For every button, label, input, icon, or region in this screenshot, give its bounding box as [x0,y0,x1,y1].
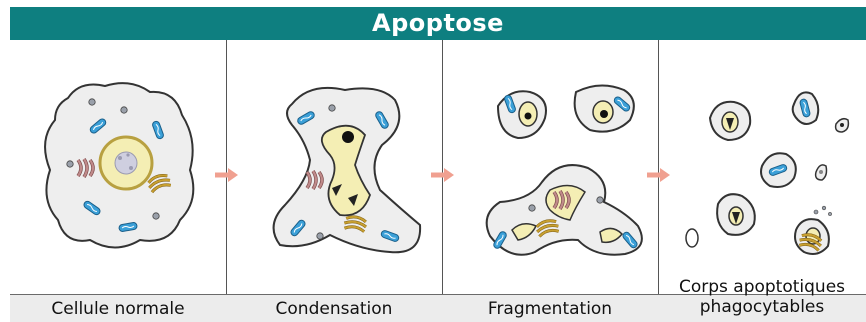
figure-title: Apoptose [10,7,866,40]
stage-label-normal: Cellule normale [10,300,226,319]
stage-label-bodies-line2: phagocytables [658,298,866,317]
stage-panels: Cellule normale Condensation Fragmentati… [10,40,866,322]
arrow-right-icon [215,168,238,182]
apoptotic-bodies-drawing [686,92,848,254]
cell-normal-drawing [45,83,193,247]
stage-label-bodies-line1: Corps apoptotiques [658,278,866,297]
cell-fragmentation-drawing [487,85,642,254]
arrow-right-icon [431,168,454,182]
stage-label-fragmentation: Fragmentation [442,300,658,319]
stage-label-condensation: Condensation [226,300,442,319]
arrow-right-icon [647,168,670,182]
cell-condensation-drawing [274,88,421,252]
